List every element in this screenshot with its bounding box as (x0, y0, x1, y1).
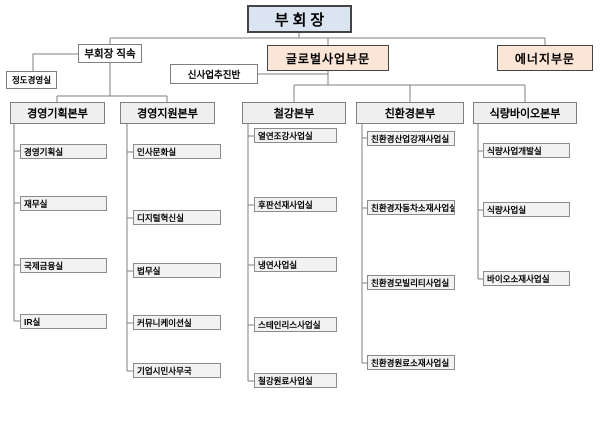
team-box: 경영기획실 (20, 144, 107, 159)
direct-report-unit-box: 부회장 직속 (78, 44, 142, 63)
team-box: 법무실 (133, 263, 221, 278)
team-box: 열연조강사업실 (254, 128, 337, 143)
dept-header-eco-friendly: 친환경본부 (356, 102, 464, 124)
vice-chairman-box: 부회장 (247, 5, 352, 33)
dept-header-steel: 철강본부 (242, 102, 346, 124)
ethics-office-box: 정도경영실 (6, 71, 57, 89)
new-business-taskforce-box: 신사업추진반 (170, 64, 258, 84)
team-box: 디지털혁신실 (133, 210, 221, 225)
dept-header-management-support: 경영지원본부 (120, 102, 215, 124)
team-box: 친환경자동차소재사업실 (367, 200, 455, 215)
global-business-division-box: 글로벌사업부문 (267, 45, 389, 71)
team-box: 친환경원료소재사업실 (367, 355, 455, 370)
team-box: 커뮤니케이션실 (133, 315, 221, 330)
team-box: 식량사업개발실 (483, 143, 570, 158)
team-box: 재무실 (20, 196, 107, 211)
team-box: 스테인리스사업실 (254, 317, 337, 332)
team-box: 친환경모빌리티사업실 (367, 275, 455, 290)
dept-header-management-planning: 경영기획본부 (10, 102, 105, 124)
energy-division-box: 에너지부문 (497, 45, 593, 71)
team-box: 식량사업실 (483, 202, 570, 217)
team-box: IR실 (20, 314, 107, 329)
team-box: 국제금융실 (20, 258, 107, 273)
team-box: 바이오소재사업실 (483, 271, 570, 286)
team-box: 기업시민사무국 (133, 363, 221, 378)
team-box: 철강원료사업실 (254, 373, 337, 388)
team-box: 후판선재사업실 (254, 197, 337, 212)
team-box: 냉연사업실 (254, 257, 337, 272)
team-box: 인사문화실 (133, 144, 221, 159)
dept-header-food-bio: 식량바이오본부 (473, 102, 577, 124)
team-box: 친환경산업강재사업실 (367, 131, 455, 146)
